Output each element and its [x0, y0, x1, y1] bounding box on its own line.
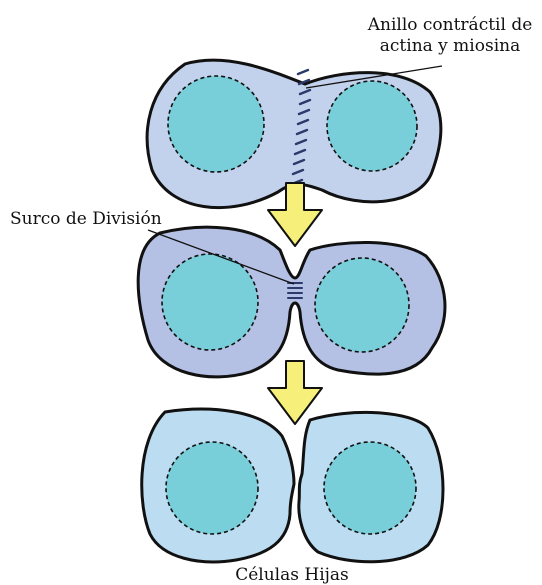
ring-label-line-2: actina y miosina: [380, 36, 520, 56]
cell-stage-2: [138, 227, 445, 377]
nucleus-right-stage-2: [315, 258, 409, 352]
nucleus-right-stage-1: [327, 81, 417, 171]
down-arrow-icon: [268, 361, 322, 424]
nucleus-right-stage-3: [324, 442, 416, 534]
ring-label-line-1: Anillo contráctil de: [367, 15, 533, 35]
daughters-label: Células Hijas: [235, 565, 349, 585]
cell-stage-3: [142, 409, 443, 562]
nucleus-left-stage-2: [162, 254, 258, 350]
furrow-label: Surco de División: [10, 209, 162, 229]
nucleus-left-stage-1: [168, 76, 264, 172]
nucleus-left-stage-3: [166, 442, 258, 534]
